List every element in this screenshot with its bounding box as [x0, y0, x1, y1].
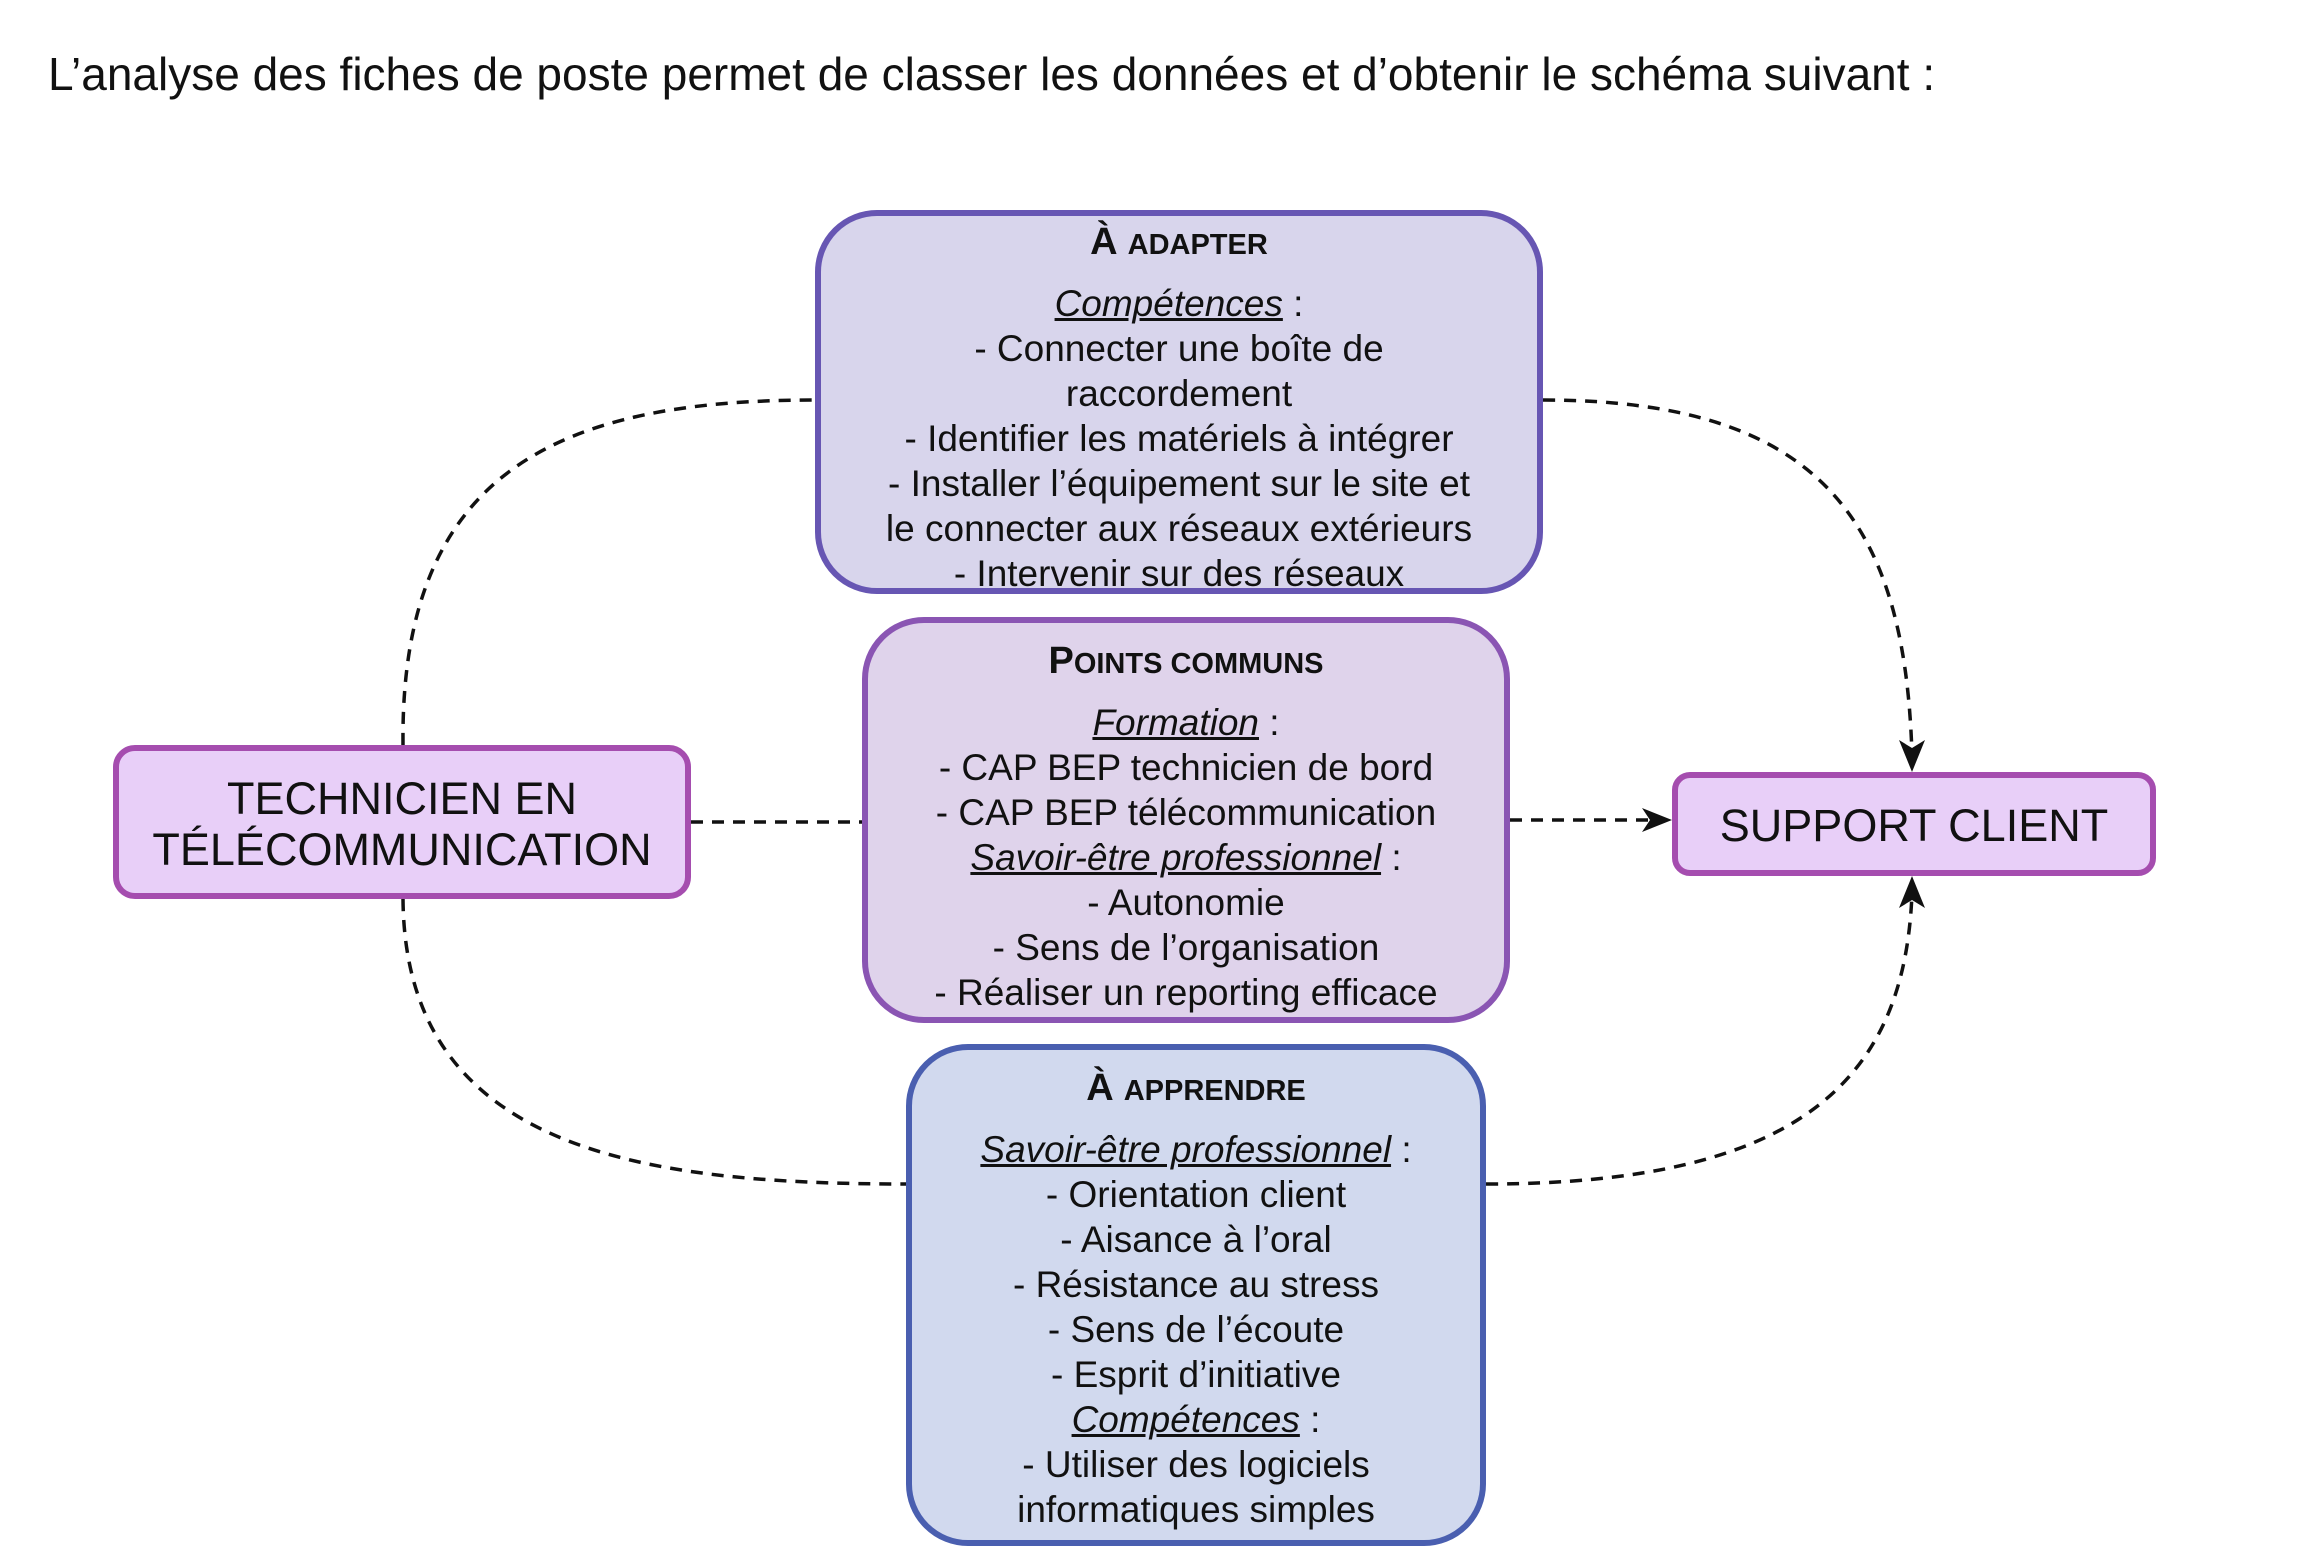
- savoir-etre-item: - Résistance au stress: [1012, 1264, 1380, 1305]
- savoir-etre-colon: :: [1401, 1129, 1412, 1170]
- formation-label: Formation: [1092, 702, 1259, 743]
- savoir-etre-item: - Esprit d’initiative: [1051, 1354, 1341, 1395]
- competences-item: - Utiliser des logiciels: [1022, 1444, 1370, 1485]
- arrowhead-mid-support: [1642, 808, 1672, 832]
- technicien-label-line: TECHNICIEN EN: [226, 773, 578, 824]
- connector-technicien-to-adapter: [401, 398, 816, 746]
- adapter-item: le connecter aux réseaux extérieurs: [885, 508, 1473, 549]
- box-points-communs-heading: POINTS COMMUNS: [868, 641, 1504, 684]
- connector-apprendre-to-support: [1485, 892, 1914, 1186]
- formation-item: - CAP BEP télécommunication: [935, 792, 1437, 833]
- competences-title: Compétences :: [912, 1397, 1480, 1442]
- savoir-etre-item: - Sens de l’organisation: [992, 927, 1380, 968]
- formation-colon: :: [1269, 702, 1280, 743]
- arrowhead-bottom-support: [1899, 876, 1925, 908]
- heading-rest: OINTS COMMUNS: [1073, 648, 1324, 680]
- competences-title: Compétences :: [821, 281, 1537, 326]
- intro-text: L’analyse des fiches de poste permet de …: [48, 48, 1936, 100]
- box-technicien-telecommunication: TECHNICIEN EN TÉLÉCOMMUNICATION: [113, 745, 691, 899]
- box-a-adapter: À ADAPTER Compétences : - Connecter une …: [815, 210, 1543, 594]
- box-a-apprendre: À APPRENDRE Savoir-être professionnel : …: [906, 1044, 1486, 1546]
- savoir-etre-item: - Autonomie: [1087, 882, 1285, 923]
- adapter-item: - Intervenir sur des réseaux: [953, 553, 1405, 594]
- savoir-etre-item: - Sens de l’écoute: [1047, 1309, 1345, 1350]
- competences-colon: :: [1310, 1399, 1321, 1440]
- technicien-label-line: TÉLÉCOMMUNICATION: [152, 824, 652, 875]
- competences-colon: :: [1293, 283, 1304, 324]
- support-client-label: SUPPORT CLIENT: [1719, 800, 2109, 851]
- adapter-item: raccordement: [1065, 373, 1293, 414]
- connector-technicien-to-apprendre: [401, 898, 907, 1186]
- adapter-item: - Installer l’équipement sur le site et: [888, 463, 1470, 504]
- competences-label: Compétences: [1071, 1399, 1300, 1440]
- formation-item: - CAP BEP technicien de bord: [938, 747, 1434, 788]
- competences-item: informatiques simples: [1017, 1489, 1375, 1530]
- savoir-etre-colon: :: [1391, 837, 1402, 878]
- savoir-etre-label: Savoir-être professionnel: [980, 1129, 1392, 1170]
- savoir-etre-item: - Aisance à l’oral: [1060, 1219, 1332, 1260]
- box-points-communs: POINTS COMMUNS Formation : - CAP BEP tec…: [862, 617, 1510, 1023]
- competences-label: Compétences: [1054, 283, 1283, 324]
- savoir-etre-title: Savoir-être professionnel :: [868, 835, 1504, 880]
- formation-title: Formation :: [868, 700, 1504, 745]
- savoir-etre-item: - Orientation client: [1045, 1174, 1347, 1215]
- heading-rest: ADAPTER: [1127, 229, 1268, 261]
- heading-initial: À: [1090, 221, 1118, 263]
- heading-initial: P: [1048, 640, 1074, 682]
- heading-initial: À: [1086, 1067, 1114, 1109]
- arrowhead-top-support: [1899, 740, 1925, 772]
- box-a-adapter-heading: À ADAPTER: [821, 222, 1537, 265]
- savoir-etre-title: Savoir-être professionnel :: [912, 1127, 1480, 1172]
- heading-rest: APPRENDRE: [1123, 1075, 1306, 1107]
- box-support-client: SUPPORT CLIENT: [1672, 772, 2156, 876]
- savoir-etre-item: - Réaliser un reporting efficace: [934, 972, 1438, 1013]
- adapter-item: - Identifier les matériels à intégrer: [904, 418, 1454, 459]
- adapter-item: - Connecter une boîte de: [974, 328, 1384, 369]
- savoir-etre-label: Savoir-être professionnel: [970, 837, 1382, 878]
- connector-adapter-to-support: [1542, 398, 1914, 756]
- box-a-apprendre-heading: À APPRENDRE: [912, 1068, 1480, 1111]
